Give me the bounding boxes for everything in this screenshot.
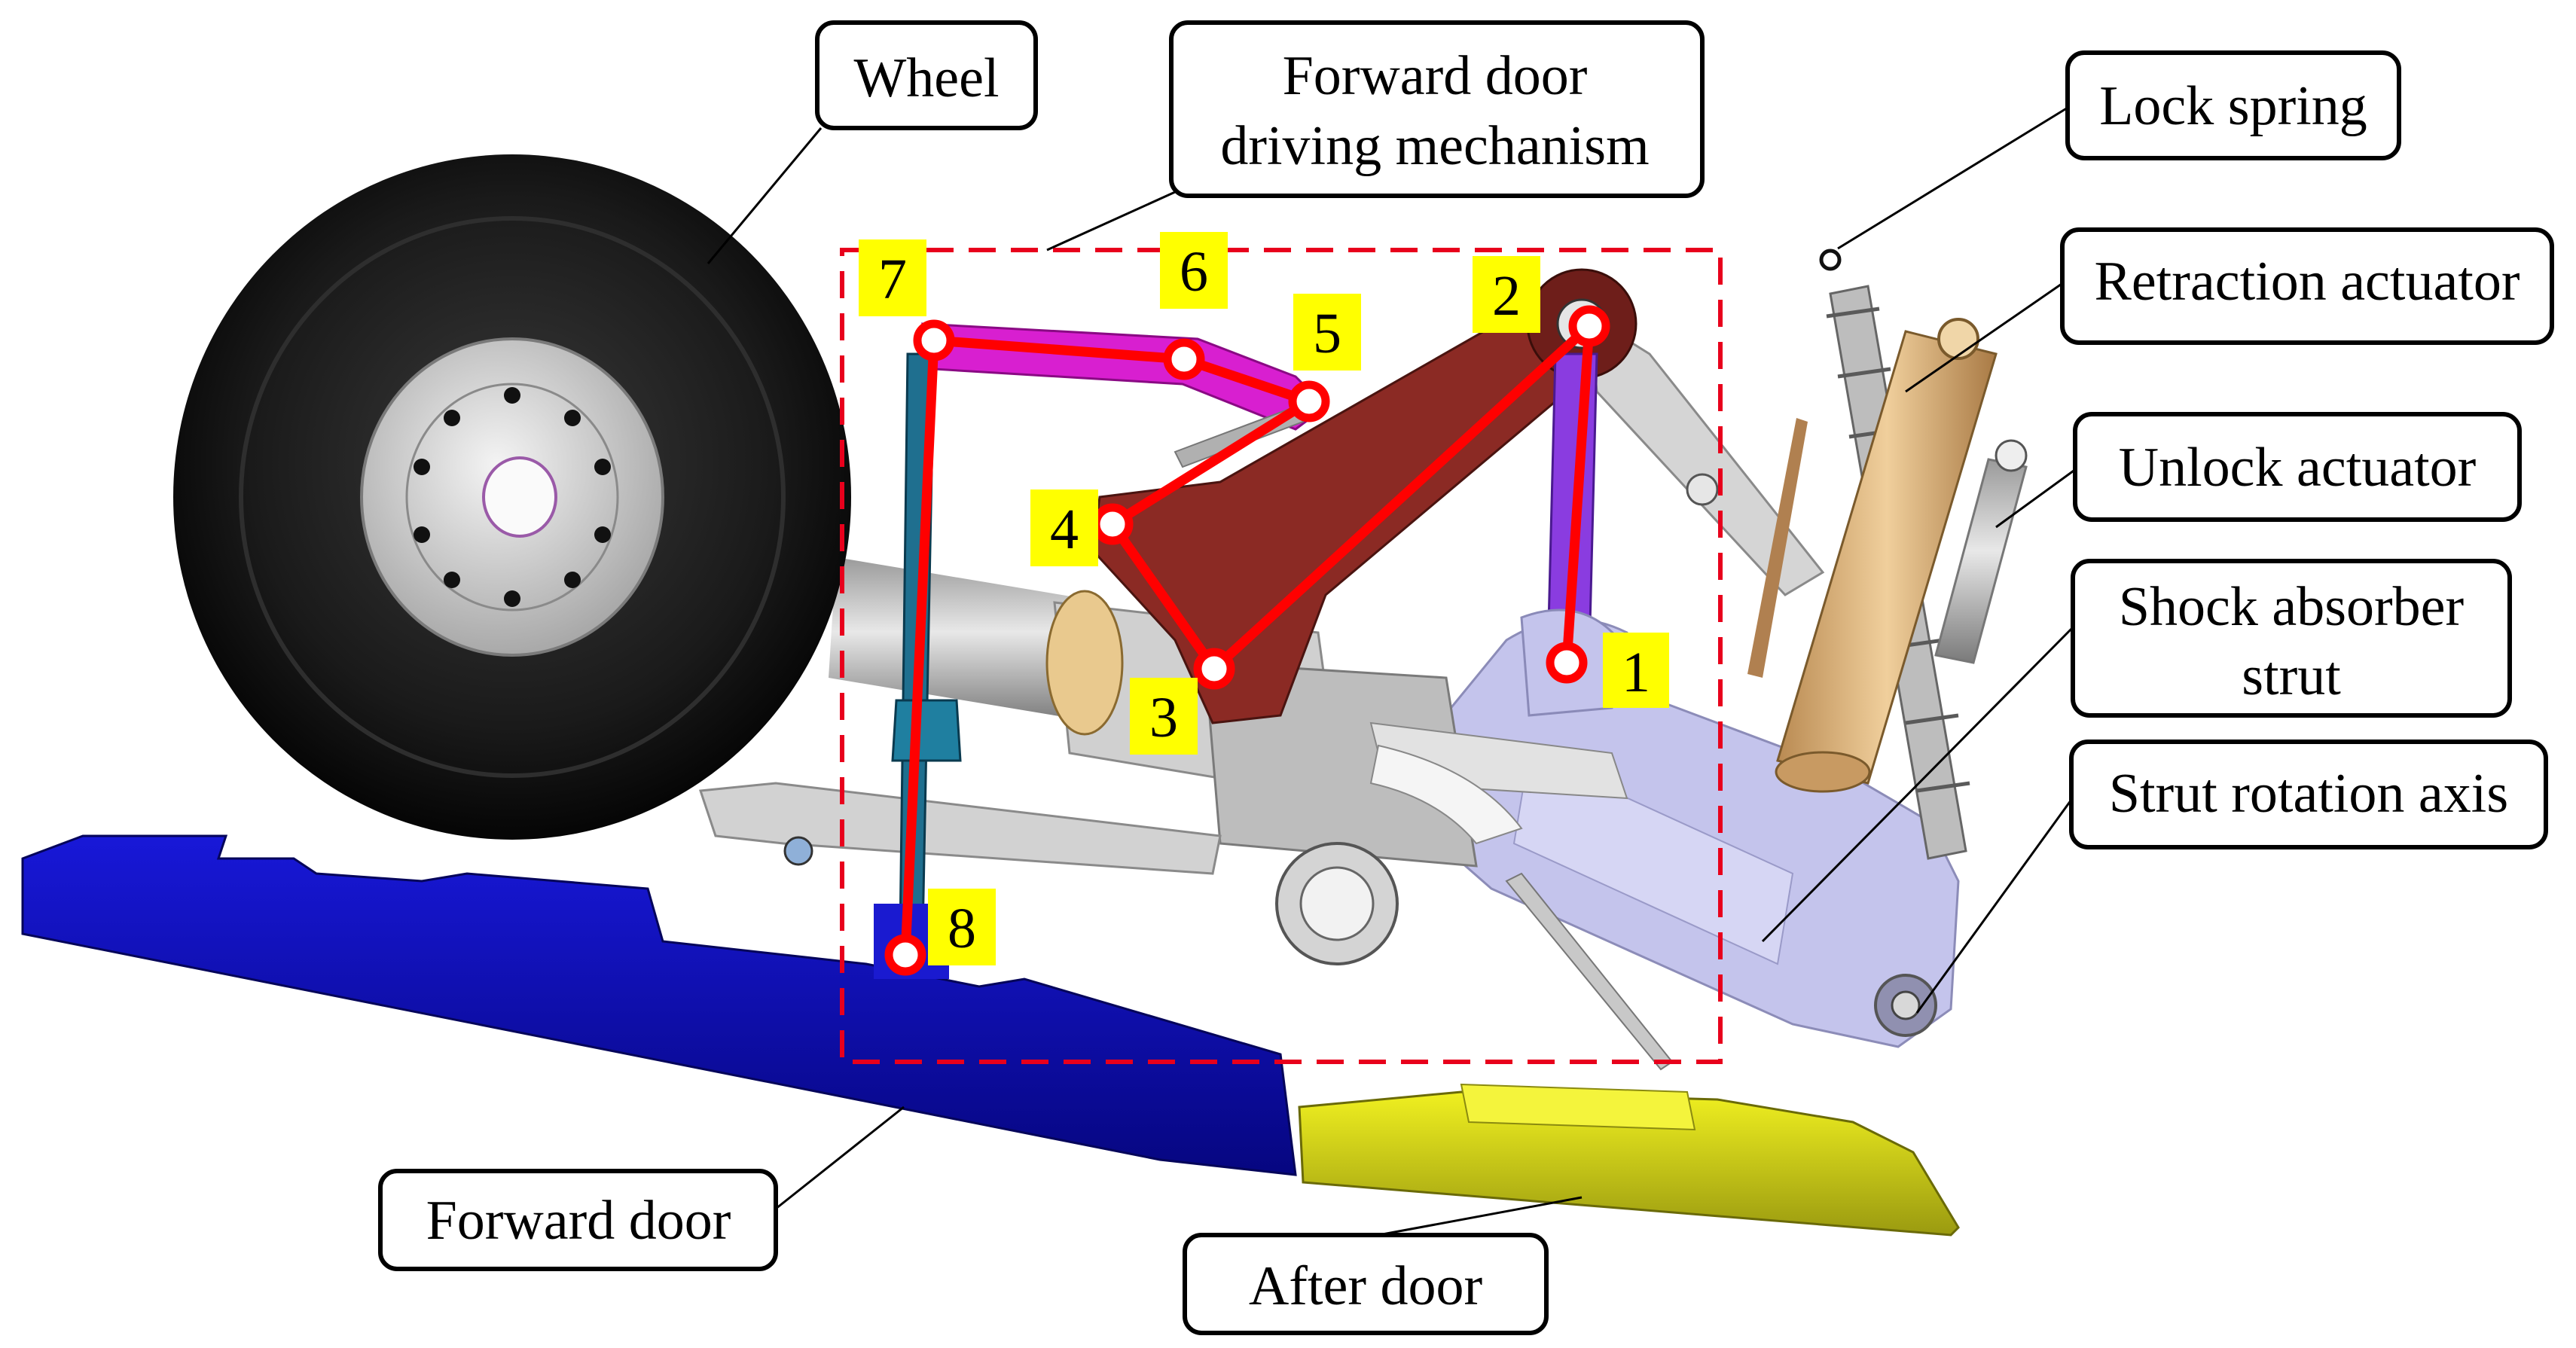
wheel-artwork: [173, 154, 851, 840]
leader-forward-door-mechanism: [1046, 191, 1176, 252]
callout-after-door: After door: [1183, 1233, 1549, 1335]
link-2-3: [1209, 321, 1595, 674]
svg-text:Unlock actuator: Unlock actuator: [2119, 437, 2477, 499]
joint-label-7: 7: [859, 239, 926, 316]
kinematic-joints: [884, 305, 1610, 976]
joint-label-6: 6: [1160, 232, 1228, 309]
svg-text:Lock spring: Lock spring: [2099, 75, 2367, 137]
leader-retraction-actuator: [1905, 281, 2065, 393]
svg-text:7: 7: [878, 248, 907, 311]
svg-text:strut: strut: [2242, 645, 2341, 707]
svg-text:6: 6: [1180, 240, 1208, 303]
joint-2-pin: [1568, 305, 1610, 347]
svg-text:Forward door: Forward door: [426, 1190, 731, 1252]
joint-label-2: 2: [1473, 256, 1540, 333]
callout-lock-spring: Lock spring: [2065, 50, 2401, 160]
svg-text:After door: After door: [1249, 1255, 1482, 1317]
callout-forward-door-mechanism: Forward door driving mechanism: [1169, 20, 1705, 198]
leader-wheel: [707, 127, 823, 264]
callout-shock-absorber-strut: Shock absorber strut: [2071, 559, 2512, 718]
callout-strut-rotation-axis: Strut rotation axis: [2069, 740, 2548, 849]
link-5-6: [1179, 354, 1314, 407]
joint-label-8: 8: [928, 889, 996, 965]
leader-strut-rotation-axis: [1915, 794, 2077, 1014]
link-3-4: [1107, 519, 1219, 674]
link-1-2: [1561, 321, 1595, 668]
link-7-8: [900, 335, 939, 960]
joint-1-pin: [1546, 642, 1588, 684]
drag-brace: [698, 782, 1674, 1071]
forward-door-artwork: [21, 834, 1297, 1176]
svg-text:Retraction actuator: Retraction actuator: [2094, 251, 2520, 313]
joint-4-pin: [1091, 503, 1134, 545]
gear-housing: [1204, 661, 1628, 965]
joint-8-pin: [884, 934, 926, 976]
kinematic-links: [900, 321, 1595, 960]
joint-7-pin: [913, 319, 955, 361]
svg-text:2: 2: [1492, 264, 1521, 328]
joint-3-pin: [1193, 648, 1235, 690]
shock-absorber-strut-body: [1430, 618, 1960, 1048]
link-6-7: [929, 335, 1189, 364]
leader-lines: [707, 104, 2080, 1237]
joint-label-4: 4: [1030, 489, 1098, 566]
svg-text:Forward door: Forward door: [1283, 45, 1588, 107]
svg-text:Strut rotation axis: Strut rotation axis: [2109, 763, 2508, 825]
svg-text:driving mechanism: driving mechanism: [1220, 115, 1649, 177]
joint-labels: 1 2 3 4 5 6 7 8: [859, 232, 1669, 965]
leader-unlock-actuator: [1995, 465, 2080, 529]
svg-text:8: 8: [948, 897, 976, 960]
after-door-artwork: [1298, 1083, 1960, 1237]
joint-label-5: 5: [1293, 294, 1361, 371]
mechanism-artwork: [21, 154, 2028, 1237]
callout-forward-door: Forward door: [378, 1169, 778, 1271]
callout-wheel: Wheel: [815, 20, 1038, 130]
svg-text:Shock absorber: Shock absorber: [2119, 576, 2464, 638]
joint-6-pin: [1163, 338, 1205, 380]
svg-text:4: 4: [1050, 498, 1079, 561]
leader-after-door: [1378, 1196, 1583, 1237]
leader-forward-door: [775, 1106, 905, 1210]
unlock-actuator-body: [1934, 439, 2028, 664]
joint-5-pin: [1288, 380, 1330, 422]
retraction-actuator-body: [1747, 318, 1998, 793]
leader-lock-spring: [1837, 104, 2072, 250]
callout-unlock-actuator: Unlock actuator: [2073, 412, 2522, 522]
svg-text:1: 1: [1622, 641, 1650, 704]
svg-text:5: 5: [1313, 302, 1341, 365]
joint-label-1: 1: [1603, 633, 1669, 708]
svg-text:3: 3: [1149, 686, 1178, 749]
svg-text:Wheel: Wheel: [853, 47, 999, 109]
link-4-5: [1107, 396, 1314, 529]
leader-shock-absorber-strut: [1761, 624, 2077, 943]
callout-retraction-actuator: Retraction actuator: [2060, 227, 2554, 345]
mechanism-frame: [840, 248, 1723, 1064]
joint-label-3: 3: [1130, 678, 1198, 755]
